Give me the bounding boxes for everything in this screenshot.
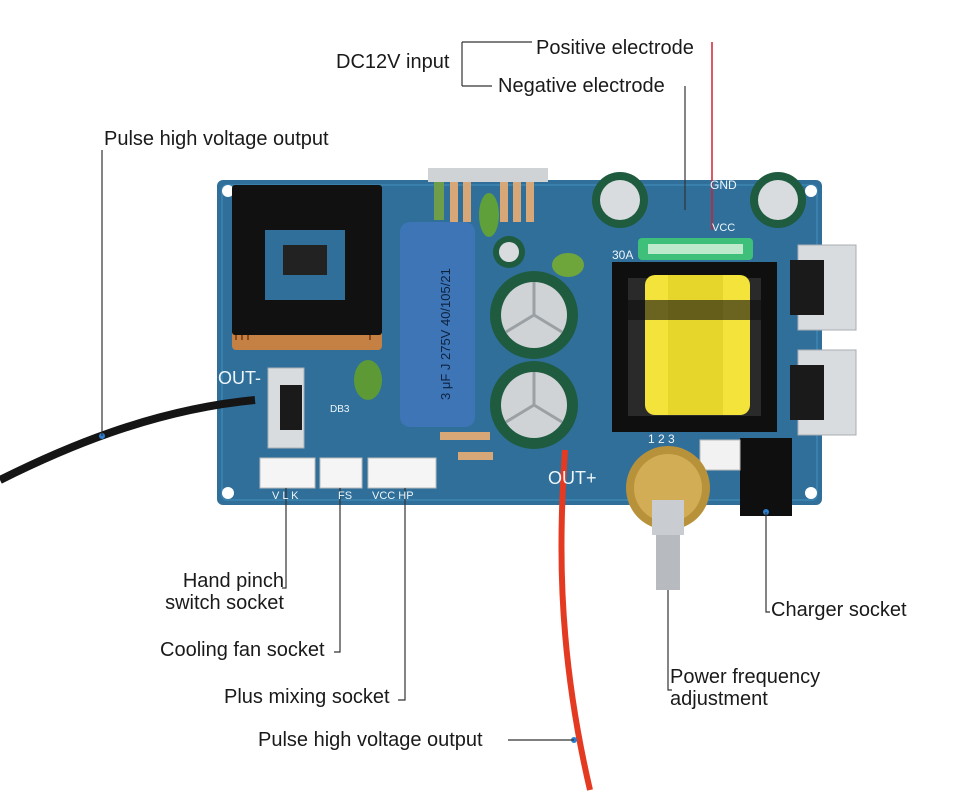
- mounting-hole: [222, 487, 234, 499]
- socket-fs-marking: FS: [338, 490, 353, 502]
- red-wire: [558, 449, 593, 791]
- fuse-marking: 30A: [612, 248, 634, 262]
- pulse-output-bottom-label: Pulse high voltage output: [258, 729, 483, 751]
- hand-pinch-label: Hand pinch switch socket: [165, 570, 284, 614]
- electrolytic-capacitor: [490, 361, 578, 449]
- out-plus-marking: OUT+: [548, 468, 597, 488]
- mounting-hole: [222, 185, 234, 197]
- dc-input-label: DC12V input: [336, 51, 450, 73]
- socket-vcchp-marking: VCC HP: [372, 490, 414, 502]
- vcc-marking: VCC: [712, 222, 736, 234]
- charger-socket-label: Charger socket: [771, 599, 907, 621]
- jst-sockets: [259, 457, 437, 489]
- leader-lines: [101, 41, 770, 741]
- small-capacitor: [750, 172, 806, 228]
- power-frequency-label: Power frequency adjustment: [670, 666, 821, 710]
- pin-header: [428, 168, 548, 182]
- electrolytic-capacitor: [490, 271, 578, 359]
- svg-text:3 μF J 275V 40/105/21: 3 μF J 275V 40/105/21: [438, 268, 453, 400]
- mounting-hole: [805, 185, 817, 197]
- negative-electrode-label: Negative electrode: [498, 75, 665, 97]
- film-capacitor: [400, 222, 475, 427]
- gnd-marking: GND: [710, 178, 737, 192]
- charger-socket-jack: [740, 438, 792, 516]
- mounting-hole: [805, 487, 817, 499]
- black-wire: [0, 396, 256, 484]
- socket-vlk-marking: V L K: [272, 490, 299, 502]
- out-minus-marking: OUT-: [218, 368, 261, 388]
- db-marking: DB3: [330, 404, 350, 415]
- small-capacitor: [592, 172, 648, 228]
- pulse-output-top-label: Pulse high voltage output: [104, 128, 329, 150]
- pot-pins-marking: 1 2 3: [648, 432, 675, 446]
- plus-mixing-label: Plus mixing socket: [224, 686, 390, 708]
- cooling-fan-label: Cooling fan socket: [160, 639, 325, 661]
- positive-electrode-label: Positive electrode: [536, 37, 694, 59]
